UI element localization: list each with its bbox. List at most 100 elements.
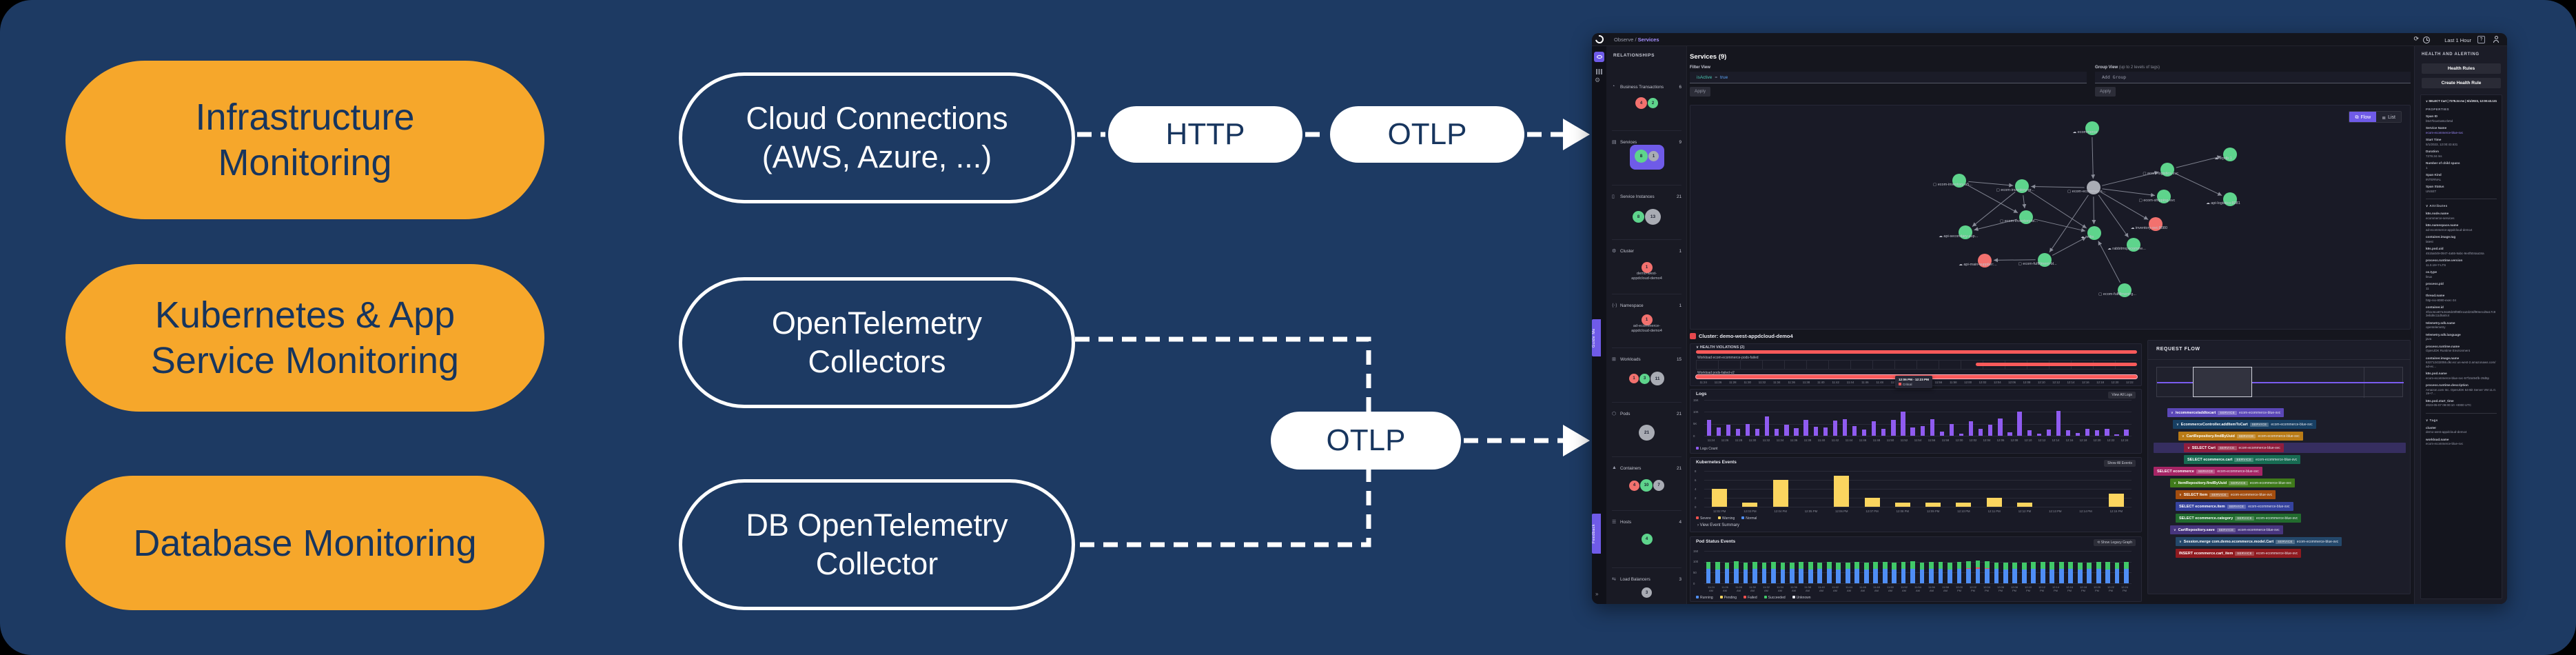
time-range-picker[interactable]: Last 1 Hour — [2444, 37, 2471, 43]
tags-title[interactable]: ∨ Tags — [2426, 418, 2438, 422]
service-node-ecom-ecommerce-[interactable]: ▢ ecom-ecommerce... — [2067, 181, 2105, 195]
chevron-down-icon[interactable]: ∨ — [2187, 445, 2190, 450]
view-event-summary-link[interactable]: › View Event Summary — [1697, 523, 1739, 527]
chevron-down-icon[interactable]: ∨ — [2176, 422, 2179, 427]
logs-bar — [2007, 432, 2012, 436]
show-legacy-graph-button[interactable]: ⟲ Show Legacy Graph — [2094, 539, 2136, 546]
cluster-section-header: Cluster: demo-west-appdcloud-demo4 — [1690, 333, 1793, 339]
k8s-event-bar — [1894, 502, 1910, 507]
violation-bar-summary[interactable] — [1696, 350, 2137, 354]
service-node-ecommerce[interactable]: ☁ ecommerce — [2073, 121, 2099, 135]
health-violations-title[interactable]: ∨ HEALTH VIOLATIONS (2) — [1696, 345, 1745, 350]
filter-view-label: Filter View — [1690, 66, 1710, 70]
logs-bar — [2105, 428, 2109, 436]
filter-view-input[interactable]: isActive = true — [1690, 72, 2087, 83]
logs-bar — [1823, 427, 1828, 436]
refresh-icon[interactable]: ⟳ — [2413, 35, 2419, 42]
settings-gear-icon[interactable]: ⚙ — [1595, 77, 1601, 83]
properties-title: PROPERTIES — [2426, 108, 2450, 111]
service-node-xrpdb-1[interactable]: ☁ xrpdb:1 — [2214, 147, 2237, 161]
trace-minimap-selection[interactable] — [2193, 367, 2252, 397]
service-node-ecom-inventory-gr-[interactable]: ▢ ecom-inventory-gr... — [1996, 179, 2034, 194]
attributes-title[interactable]: ∨ Attributes — [2426, 204, 2448, 208]
chevron-down-icon[interactable]: ∨ — [2179, 492, 2182, 497]
list-view-button[interactable]: ≣List — [2376, 112, 2401, 122]
violation-bar-row1[interactable] — [1976, 363, 2137, 366]
group-view-input[interactable]: Add Group — [2095, 72, 2411, 83]
clock-icon[interactable] — [2423, 36, 2430, 43]
feedback-tab[interactable]: Feedback — [1592, 514, 1601, 554]
apply-filter-button[interactable]: Apply — [1690, 87, 1710, 97]
app-logo-icon[interactable] — [1593, 33, 1606, 46]
service-node-ecom-logistics-svc[interactable]: ▢ ecom-logistics-svc — [2143, 163, 2178, 177]
service-node-rabbitmq-ecomme-[interactable]: ☁ rabbitmq.ecomme... — [2107, 237, 2146, 252]
pod-bar-running — [2040, 569, 2045, 583]
service-map-edges — [1967, 137, 2222, 283]
user-icon[interactable] — [2493, 36, 2499, 43]
observe-nav-icon[interactable] — [1594, 52, 1604, 62]
chevron-down-icon[interactable]: ∨ — [2174, 527, 2176, 532]
breadcrumb-services[interactable]: Services — [1637, 37, 1659, 43]
axis-tick-label: 12:24 PM — [2120, 585, 2128, 592]
service-node-ecom-fulfillment-bl-[interactable]: ▢ ecom-fulfillment-bl... — [2018, 252, 2057, 267]
apply-group-button[interactable]: Apply — [2095, 87, 2116, 97]
guide-me-tab[interactable]: Guide Me — [1592, 319, 1601, 356]
pod-bar-succeeded — [1817, 562, 1823, 570]
chevron-down-icon[interactable]: ∨ — [2182, 434, 2185, 439]
chevron-down-icon[interactable]: ∨ — [2171, 410, 2174, 415]
trace-row[interactable]: ∨Session.merge com.demo.ecommerce.model.… — [2176, 537, 2342, 546]
service-node-api-main-supplier-[interactable]: ☁ api-main-supplier:... — [1959, 253, 1997, 268]
service-node-api-logistics-8081[interactable]: ☁ api-logistics:8081 — [2206, 192, 2240, 207]
service-node-inventory-svc-8080[interactable]: ☁ inventory-svc:8080 — [2131, 217, 2167, 232]
dashboards-nav-icon[interactable] — [1596, 69, 1602, 74]
chevron-down-icon[interactable]: ∨ — [2174, 481, 2176, 485]
count-badge-gray: 3 — [1642, 587, 1652, 598]
service-node-redis[interactable]: ☁ redis — [2081, 226, 2101, 240]
service-node-ecom-shipping-svc[interactable]: ▢ ecom-shipping-svc — [2139, 190, 2175, 204]
pod-bar-succeeded — [2068, 562, 2074, 570]
chevron-down-icon[interactable]: ∨ — [2179, 539, 2182, 544]
collapse-rail-icon[interactable]: » — [1595, 591, 1599, 597]
service-node-ecom-fulfillment-g-[interactable]: ▢ ecom-fulfillment-g... — [2098, 283, 2136, 298]
axis-tick-label: 11:52 — [1900, 439, 1908, 442]
view-all-logs-button[interactable]: View All Logs — [2108, 392, 2136, 399]
pod-bar-failed — [1966, 568, 1971, 569]
service-node-ecom-inventory-bl-[interactable]: ▢ ecom-inventory-bl... — [2000, 210, 2038, 224]
span-header[interactable]: ∨ SELECT Cart | 7278.34 ms | 5/1/2023, 1… — [2426, 99, 2497, 103]
help-icon[interactable]: ? — [2477, 36, 2485, 43]
pod-bar-succeeded — [2105, 562, 2110, 570]
service-node-ecom-inventory-a5-[interactable]: ▢ ecom-inventory-a5... — [1933, 174, 1972, 188]
service-node-api-secondary-sup-[interactable]: ☁ api-secondary-sup... — [1939, 225, 1978, 239]
trace-minimap[interactable] — [2156, 367, 2404, 398]
show-all-events-button[interactable]: Show All Events — [2104, 460, 2136, 467]
create-health-rule-button[interactable]: Create Health Rule — [2422, 78, 2501, 88]
logs-bar — [1775, 428, 1779, 436]
breadcrumb-observe[interactable]: Observe — [1614, 37, 1634, 43]
health-rules-button[interactable]: Health Rules — [2422, 63, 2501, 74]
flow-view-button[interactable]: ⧉Flow — [2349, 112, 2377, 122]
pod-bar-running — [1743, 569, 1748, 583]
